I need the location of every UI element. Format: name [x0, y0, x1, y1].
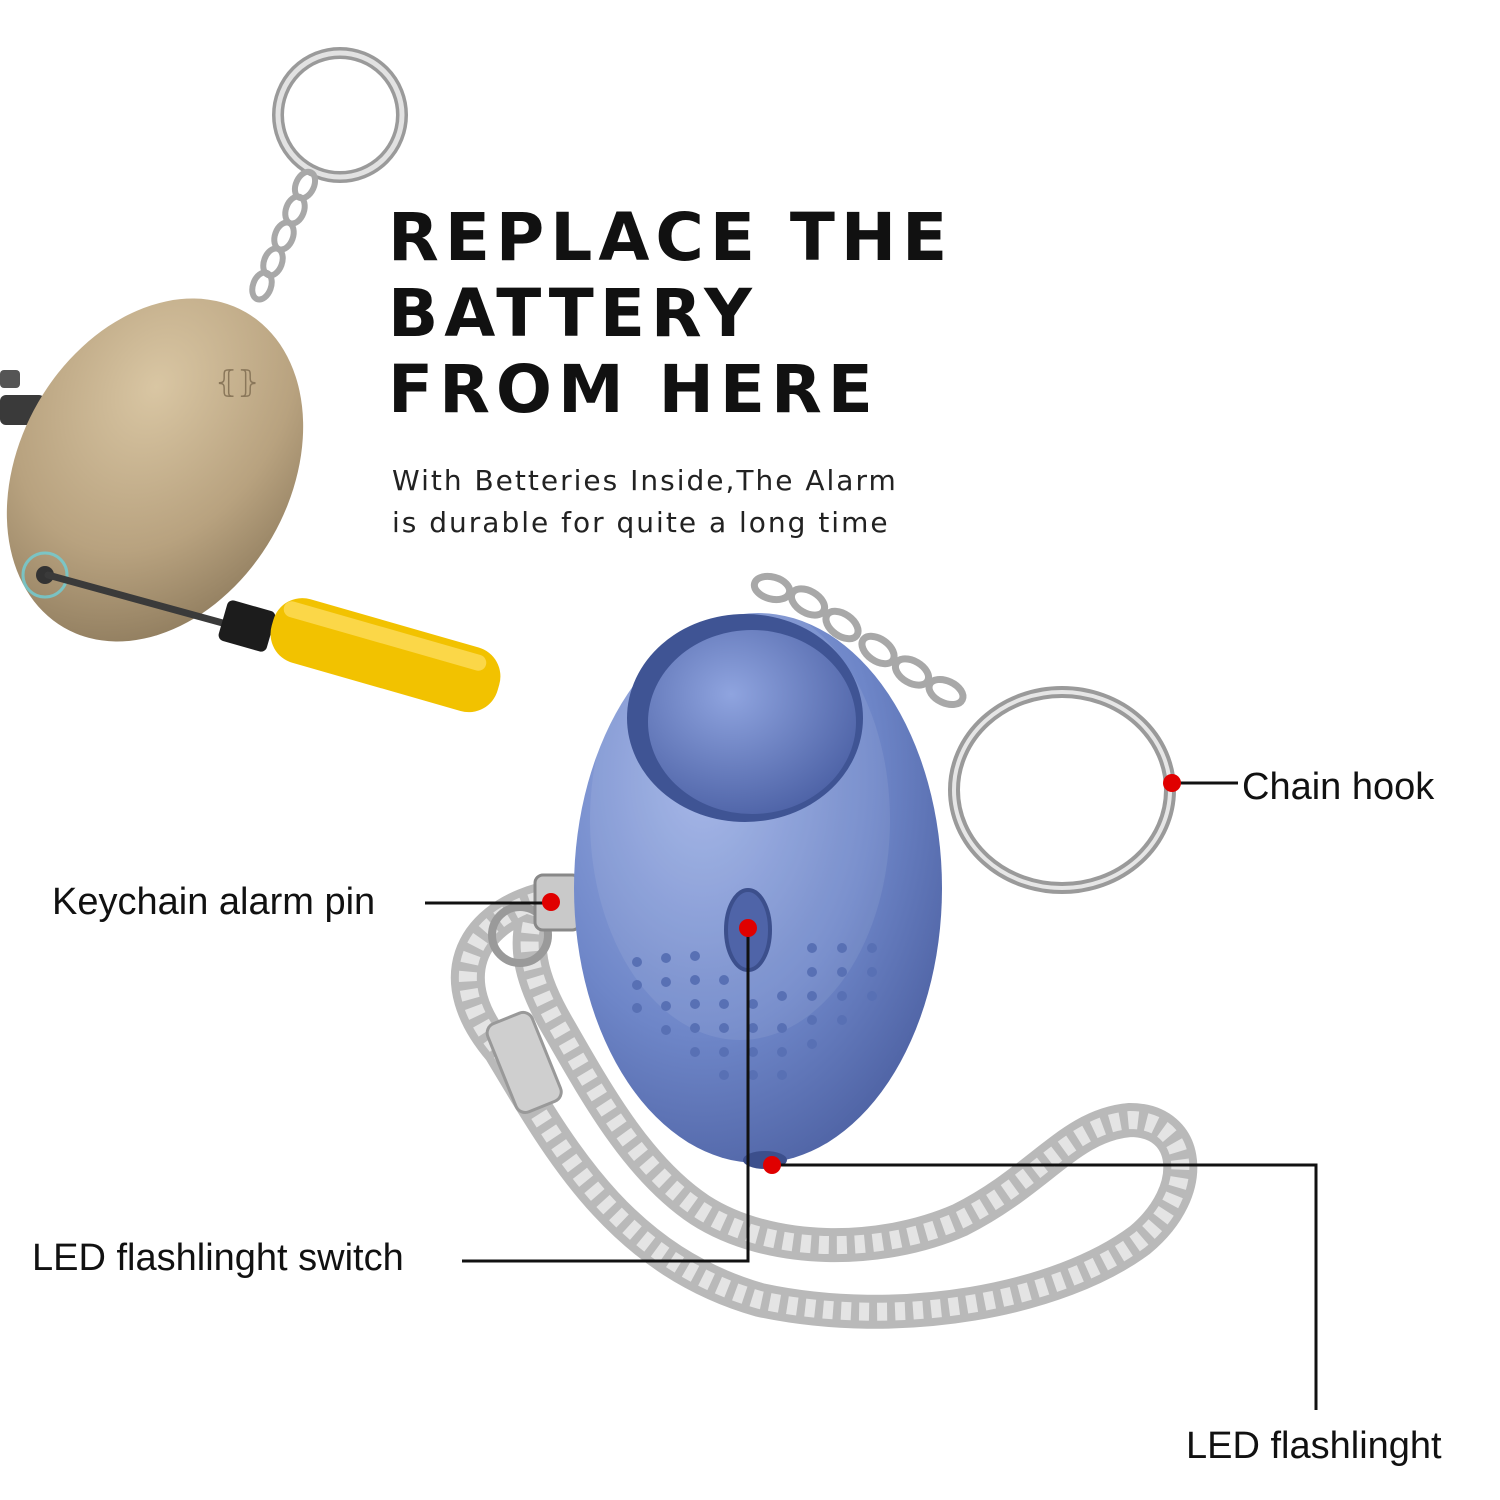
blue-alarm-device-icon — [450, 572, 1198, 1329]
screwdriver-icon — [44, 571, 501, 713]
headline-line-3: FROM HERE — [388, 351, 879, 428]
chain-icon — [249, 168, 319, 303]
headline-line-2: BATTERY — [388, 275, 758, 352]
callout-markers — [542, 774, 1181, 1174]
callout-keychain-alarm-pin: Keychain alarm pin — [52, 881, 376, 923]
subtitle-line-1: With Betteries Inside,The Alarm — [392, 464, 898, 497]
headline: REPLACE THE BATTERY FROM HERE — [388, 200, 953, 428]
callout-led-flashlight: LED flashlinght — [1186, 1425, 1442, 1467]
speaker-holes — [632, 943, 877, 1080]
callout-chain-hook: Chain hook — [1242, 766, 1435, 808]
sound-wave-icon: ⦃⦄ — [215, 365, 259, 400]
gold-alarm-device-icon: ⦃⦄ — [0, 47, 408, 642]
headline-line-1: REPLACE THE — [388, 199, 954, 276]
subtitle: With Betteries Inside,The Alarm is durab… — [392, 460, 898, 544]
callout-lines — [425, 781, 1318, 1410]
callout-led-switch: LED flashlinght switch — [32, 1237, 404, 1279]
subtitle-line-2: is durable for quite a long time — [392, 506, 890, 539]
